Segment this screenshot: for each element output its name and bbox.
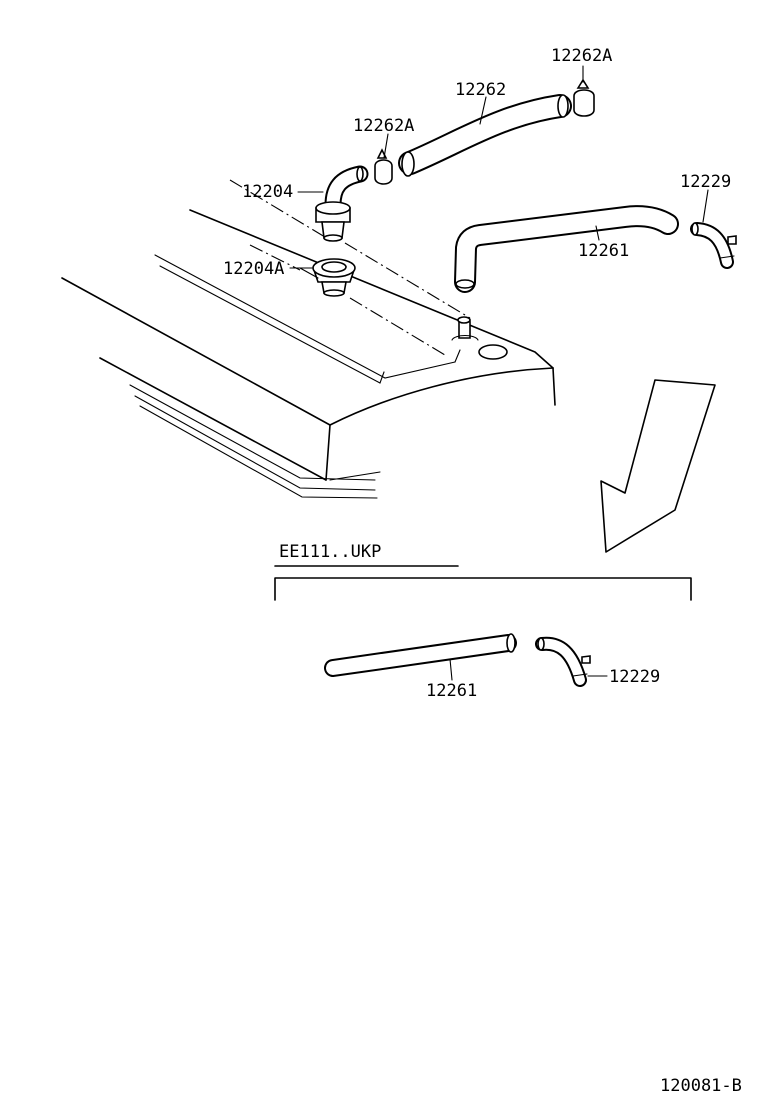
callout-variant-hose: 12261 <box>426 681 477 701</box>
leader-lines <box>289 65 709 681</box>
callout-elbow-right: 12229 <box>680 172 731 192</box>
cylinder-head-cover <box>61 209 556 499</box>
hose-upper <box>398 94 572 177</box>
callout-variant-elbow: 12229 <box>609 667 660 687</box>
variant-label: EE111..UKP <box>279 542 381 562</box>
callout-hose-long: 12261 <box>578 241 629 261</box>
grommet <box>312 258 356 297</box>
callout-pcv-valve: 12204 <box>242 182 293 202</box>
detail-arrow <box>600 379 716 553</box>
hose-long <box>454 205 679 293</box>
variant-straight-hose <box>324 633 517 677</box>
callout-hose-upper: 12262 <box>455 80 506 100</box>
callout-clamp-top: 12262A <box>551 46 612 66</box>
callout-grommet: 12204A <box>223 259 284 279</box>
hose-clamp-top <box>573 78 595 117</box>
diagram-id: 120081-B <box>660 1076 742 1096</box>
pcv-valve <box>315 165 369 242</box>
variant-bracket <box>274 577 692 601</box>
cover-nipple <box>451 316 508 360</box>
elbow-upper <box>690 222 737 269</box>
callout-clamp-mid: 12262A <box>353 116 414 136</box>
variant-elbow <box>535 636 591 687</box>
hose-clamp-mid <box>374 148 393 185</box>
assembly-centerlines <box>229 179 471 356</box>
